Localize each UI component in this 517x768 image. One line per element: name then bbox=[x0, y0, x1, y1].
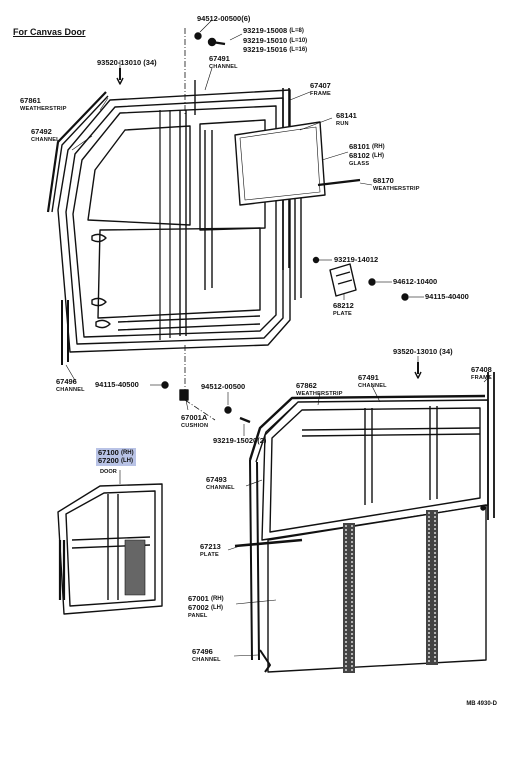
part-label: 94612-10400 bbox=[393, 277, 438, 286]
part-label: 94512-00500(6) bbox=[197, 14, 251, 23]
plate-68212 bbox=[329, 263, 357, 297]
part-label: 93520-13010 (34) bbox=[97, 58, 157, 67]
part-label: 93520-13010 (34) bbox=[393, 347, 453, 356]
door-thumbnail bbox=[57, 470, 163, 615]
part-label: 68102 (LH)GLASS bbox=[349, 151, 384, 168]
part-label: 93219-15020(2) bbox=[213, 436, 267, 445]
glass-panel bbox=[234, 121, 326, 206]
part-label: 67002 (LH)PANEL bbox=[188, 603, 223, 620]
part-label: 94512-00500 bbox=[201, 382, 246, 391]
door-part-label-highlight[interactable]: 67100 (RH)67200 (LH) bbox=[96, 448, 136, 466]
page-title: For Canvas Door bbox=[13, 27, 86, 37]
part-label: 94115-40400 bbox=[425, 292, 469, 301]
part-label: 93219-15008 (L=8) bbox=[243, 26, 304, 35]
part-label: 94115-40500 bbox=[95, 380, 139, 389]
part-label: 93219-14012 bbox=[334, 255, 379, 264]
upper-door-frame bbox=[46, 80, 302, 365]
part-label: 93219-15016 (L=16) bbox=[243, 45, 308, 54]
part-label: 67001 (RH) bbox=[188, 594, 224, 603]
door-part-name: DOOR bbox=[100, 469, 117, 475]
part-label: 93219-15010 (L=10) bbox=[243, 36, 308, 45]
canvas-door bbox=[227, 356, 495, 673]
part-label: 68101 (RH) bbox=[349, 142, 385, 151]
diagram-code: MB 4930-D bbox=[466, 701, 497, 707]
